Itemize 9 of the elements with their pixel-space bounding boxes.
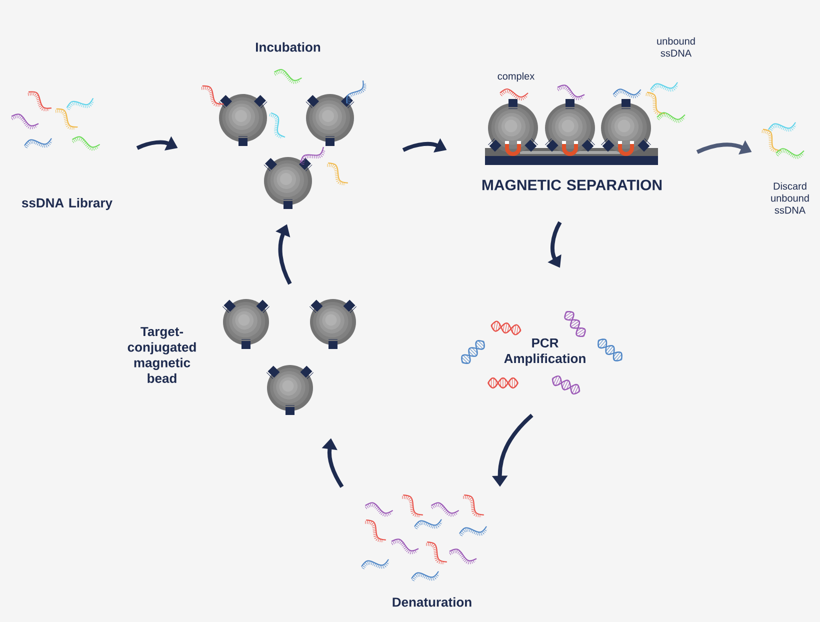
stage-label: Incubation: [256, 42, 320, 52]
annotation-label: complex: [498, 72, 534, 82]
stage-label: Discard unbound ssDNA: [771, 182, 809, 214]
stage-label: PCR Amplification: [504, 338, 586, 366]
stage-label: ssDNA Library: [22, 198, 112, 210]
stage-label: Denaturation: [392, 597, 472, 607]
annotation-label: unbound ssDNA: [657, 37, 695, 57]
stage-label: Target-conjugated magnetic bead: [128, 327, 196, 383]
stage-label: MAGNETIC SEPARATION: [482, 180, 662, 190]
